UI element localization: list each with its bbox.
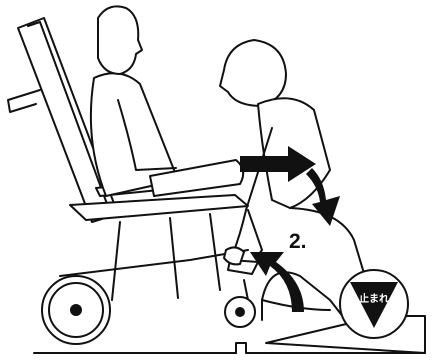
caregiver-head <box>220 40 286 106</box>
caregiver-hand <box>224 247 244 264</box>
caregiver-arm <box>232 128 272 256</box>
stop-sign-text: 止まれ <box>359 292 389 305</box>
stop-sign: 止まれ <box>340 270 408 338</box>
step-label: 2. <box>289 230 307 254</box>
push-handle <box>8 90 40 112</box>
seated-person <box>91 6 243 196</box>
head <box>98 6 142 74</box>
